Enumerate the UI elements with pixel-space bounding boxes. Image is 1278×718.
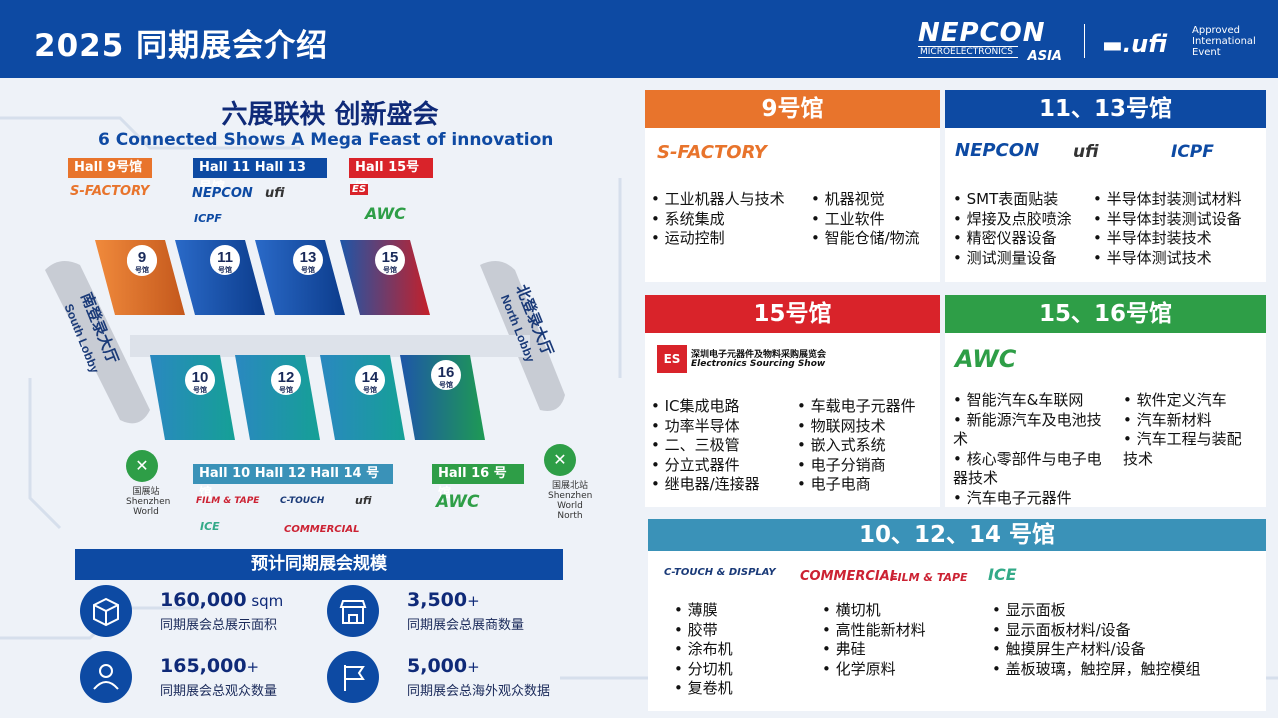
- panel-hall-15: 15号馆 ES 深圳电子元器件及物料采购展览会 Electronics Sour…: [645, 295, 940, 507]
- awc-logo-small-2: AWC: [436, 492, 480, 512]
- panel-hall-11-13-title: 11、13号馆: [945, 90, 1266, 128]
- left-title: 六展联袂 创新盛会: [221, 100, 439, 130]
- panel-hall-15-16-title: 15、16号馆: [945, 295, 1266, 333]
- ufi-logo: ▬.ufi: [1102, 30, 1168, 58]
- ufi-text: Approved International Event: [1192, 25, 1256, 58]
- station-left-icon: ✕: [126, 450, 158, 482]
- hall-15-16-list-2: 软件定义汽车汽车新材料汽车工程与装配技术: [1123, 391, 1253, 469]
- hall-9-block: [95, 240, 185, 315]
- tag-hall-10-12-14: Hall 10 Hall 12 Hall 14 号馆: [193, 464, 393, 501]
- header-divider: [1084, 24, 1085, 58]
- hall-11-13-list-1: SMT表面贴装焊接及点胶喷涂精密仪器设备测试测量设备: [953, 190, 1072, 268]
- left-subtitle: 6 Connected Shows A Mega Feast of innova…: [98, 130, 554, 150]
- hall-9-list-1: 工业机器人与技术系统集成运动控制: [651, 190, 785, 249]
- hall-number-14: 14: [362, 369, 379, 386]
- ctouch-logo-small: C-TOUCH: [280, 496, 325, 506]
- panel-hall-9: 9号馆 S-FACTORY 工业机器人与技术系统集成运动控制 机器视觉工业软件智…: [645, 90, 940, 282]
- panel-hall-15-title: 15号馆: [645, 295, 940, 333]
- icpf-logo-panel: ICPF: [1171, 142, 1214, 162]
- es-logo-text: 深圳电子元器件及物料采购展览会: [691, 350, 827, 360]
- hall-15-list-1: IC集成电路功率半导体二、三极管分立式器件继电器/连接器: [651, 397, 760, 495]
- ctouch-logo: C-TOUCH & DISPLAY: [664, 567, 776, 578]
- hall-unit-9: 号馆: [135, 265, 149, 274]
- page-title: 2025 同期展会介绍: [34, 28, 329, 64]
- header-bar: 2025 同期展会介绍 NEPCON MICROELECTRONICS ASIA…: [0, 0, 1278, 78]
- hall-number-12: 12: [278, 369, 295, 386]
- hall-unit-10: 号馆: [193, 385, 207, 394]
- tag-hall-15: Hall 15号馆: [349, 158, 433, 195]
- awc-logo-small: AWC: [365, 204, 406, 223]
- flag-icon: [327, 651, 379, 703]
- hall-unit-13: 号馆: [301, 265, 315, 274]
- panel-hall-11-13: 11、13号馆 NEPCON ufi ICPF SMT表面贴装焊接及点胶喷涂精密…: [945, 90, 1266, 282]
- nepcon-logo-small: NEPCON: [192, 186, 253, 201]
- hall-10-12-14-list-3: 显示面板显示面板材料/设备触摸屏生产材料/设备盖板玻璃，触控屏，触控模组: [992, 601, 1201, 679]
- tag-hall-16: Hall 16 号馆: [432, 464, 524, 501]
- hall-number-15: 15: [382, 249, 399, 266]
- commercial-logo-small: COMMERCIAL: [284, 524, 360, 535]
- hall-unit-15: 号馆: [383, 265, 397, 274]
- ufi-logo-small: ufi: [265, 186, 285, 201]
- es-logo-en: Electronics Sourcing Show: [691, 359, 826, 369]
- sfactory-logo-small: S-FACTORY: [70, 184, 150, 199]
- hall-10-12-14-list-1: 薄膜胶带涂布机分切机复卷机: [674, 601, 733, 699]
- hall-11-13-list-2: 半导体封装测试材料半导体封装测试设备半导体封装技术半导体测试技术: [1093, 190, 1242, 268]
- box-icon: [80, 585, 132, 637]
- hall-15-list-2: 车载电子元器件物联网技术嵌入式系统电子分销商电子电商: [797, 397, 916, 495]
- panel-hall-10-12-14-title: 10、12、14 号馆: [648, 519, 1266, 551]
- hall-number-16: 16: [438, 364, 455, 381]
- hall-pins: [126, 245, 461, 395]
- tag-hall-9: Hall 9号馆: [68, 158, 152, 178]
- hall-number-13: 13: [300, 249, 317, 266]
- sfactory-logo: S-FACTORY: [657, 142, 767, 163]
- awc-logo: AWC: [955, 345, 1017, 373]
- stats-title: 预计同期展会规模: [75, 549, 563, 580]
- south-lobby-shape: [45, 261, 150, 424]
- panel-hall-10-12-14: 10、12、14 号馆 C-TOUCH & DISPLAY COMMERCIAL…: [648, 519, 1266, 711]
- hall-11-block: [175, 240, 265, 315]
- commercial-logo: COMMERCIAL: [800, 569, 899, 584]
- hall-unit-12: 号馆: [279, 385, 293, 394]
- hall-10-12-14-list-2: 横切机高性能新材料弗硅化学原料: [822, 601, 926, 679]
- hall-number-10: 10: [192, 369, 209, 386]
- hall-15-block: [340, 240, 430, 315]
- ice-logo-small: ICE: [200, 520, 220, 533]
- icpf-logo-small: ICPF: [194, 212, 222, 225]
- es-logo-small: ES: [350, 184, 369, 195]
- film-tape-logo: FILM & TAPE: [890, 571, 968, 584]
- hall-9-list-2: 机器视觉工业软件智能仓储/物流: [811, 190, 920, 249]
- ufi-logo-panel: ufi: [1073, 142, 1099, 162]
- hall-number-11: 11: [217, 249, 233, 266]
- film-logo-small: FILM & TAPE: [196, 496, 260, 506]
- hall-unit-14: 号馆: [363, 385, 377, 394]
- hall-16-block: [400, 355, 485, 440]
- nepcon-logo: NEPCON MICROELECTRONICS ASIA: [918, 18, 1062, 64]
- ufi-logo-small-2: ufi: [355, 494, 372, 507]
- es-logo: ES: [657, 345, 687, 373]
- nepcon-logo-panel: NEPCON: [955, 140, 1040, 161]
- store-icon: [327, 585, 379, 637]
- tag-hall-11-13: Hall 11 Hall 13 号馆: [193, 158, 327, 195]
- hall-unit-16: 号馆: [439, 380, 453, 389]
- ice-logo: ICE: [988, 565, 1017, 584]
- panel-hall-9-title: 9号馆: [645, 90, 940, 128]
- station-right-icon: ✕: [544, 444, 576, 476]
- hall-15-16-list-1: 智能汽车&车联网新能源汽车及电池技术核心零部件与电子电器技术汽车电子元器件: [953, 391, 1113, 508]
- people-icon: [80, 651, 132, 703]
- hall-number-9: 9: [138, 249, 146, 266]
- hall-unit-11: 号馆: [218, 265, 232, 274]
- panel-hall-15-16: 15、16号馆 AWC 智能汽车&车联网新能源汽车及电池技术核心零部件与电子电器…: [945, 295, 1266, 507]
